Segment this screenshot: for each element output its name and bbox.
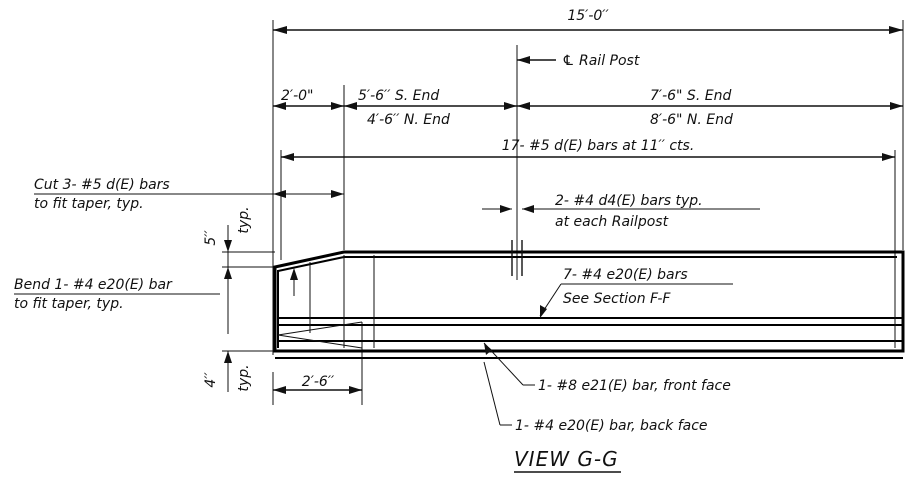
arrowhead — [349, 386, 362, 394]
e20-note-line2: See Section F-F — [563, 291, 671, 307]
arrowhead — [273, 102, 286, 110]
cut-note-line2: to fit taper, typ. — [34, 196, 144, 212]
four-inch-typ: typ. — [236, 364, 252, 391]
arrowhead — [500, 205, 512, 213]
arrowhead — [522, 205, 534, 213]
taper-dim-text: 2′-6′′ — [302, 374, 335, 390]
bars-17-text: 17- #5 d(E) bars at 11′′ cts. — [502, 138, 695, 154]
arrowhead — [889, 26, 903, 34]
dim-s-end-right: 7′-6" S. End — [650, 88, 731, 104]
rail-post-label: ℄ Rail Post — [562, 53, 640, 69]
d4-note-line1: 2- #4 d4(E) bars typ. — [555, 193, 703, 209]
five-inch-typ: typ. — [236, 206, 252, 233]
e20-note-line1: 7- #4 e20(E) bars — [563, 267, 688, 283]
arrowhead — [273, 386, 286, 394]
e21-note: 1- #8 e21(E) bar, front face — [538, 378, 731, 394]
arrowhead — [344, 102, 357, 110]
bent-e20-bar-taper — [277, 256, 345, 272]
arrowhead — [290, 268, 298, 280]
dim-s-end-left: 5′-6′′ S. End — [358, 88, 439, 104]
dim-n-end-left: 4′-6′′ N. End — [367, 112, 450, 128]
bend-note-line2: to fit taper, typ. — [14, 296, 124, 312]
arrowhead — [890, 102, 903, 110]
arrowhead — [281, 153, 294, 161]
arrowhead — [224, 351, 232, 363]
arrowhead — [517, 102, 530, 110]
barrier-outline — [273, 250, 905, 353]
taper-bar-diag-2 — [277, 334, 363, 349]
arrowhead — [224, 267, 232, 279]
view-title: VIEW G-G — [514, 447, 619, 471]
arrowhead — [484, 343, 492, 355]
bend-note-line1: Bend 1- #4 e20(E) bar — [14, 277, 173, 293]
five-inch-text: 5′′ — [203, 230, 219, 246]
arrowhead — [540, 305, 547, 318]
arrowhead — [331, 190, 344, 198]
arrowhead — [273, 190, 286, 198]
e20-back-leader — [483, 361, 501, 426]
taper-bar-diag-1 — [277, 321, 363, 336]
cut-note-line1: Cut 3- #5 d(E) bars — [34, 177, 170, 193]
d4-note-line2: at each Railpost — [555, 214, 669, 230]
arrowhead — [273, 26, 287, 34]
arrowhead — [517, 56, 530, 64]
arrowhead — [224, 240, 232, 252]
four-inch-text: 4′′ — [203, 372, 219, 388]
arrowhead — [331, 102, 344, 110]
arrowhead — [504, 102, 517, 110]
dim-n-end-right: 8′-6" N. End — [650, 112, 733, 128]
arrowhead — [882, 153, 895, 161]
dim-2ft-text: 2′-0" — [281, 88, 313, 104]
overall-dim-text: 15′-0′′ — [567, 8, 609, 24]
e20-back-note: 1- #4 e20(E) bar, back face — [515, 418, 708, 434]
